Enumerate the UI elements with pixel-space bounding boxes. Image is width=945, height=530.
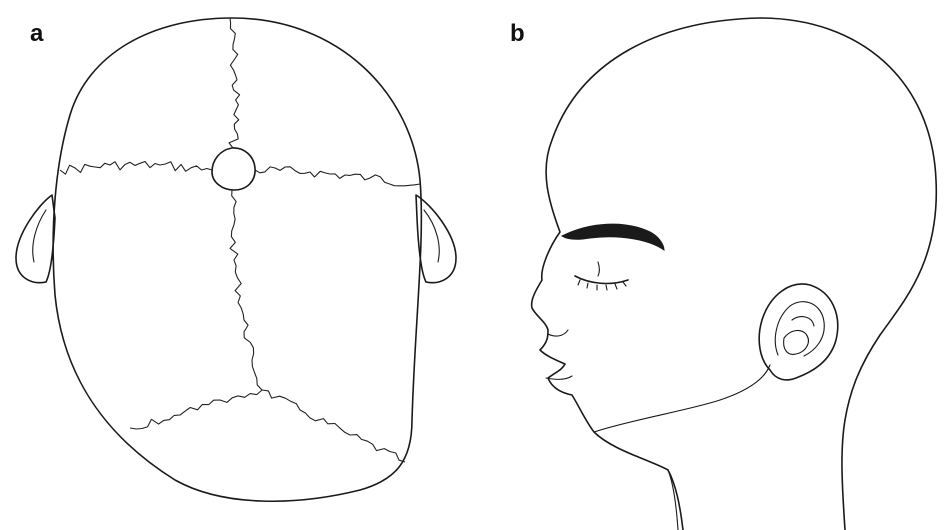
right-ear-fold	[424, 210, 439, 262]
cranial-sutures	[60, 18, 420, 462]
skull-outline	[53, 18, 421, 501]
left-ear-fold	[33, 210, 46, 262]
left-ear	[16, 195, 55, 283]
neck-line	[668, 470, 678, 530]
coronal-suture-left	[60, 162, 212, 175]
ear-concha	[784, 331, 809, 355]
lambdoid-suture-left-highlighted	[130, 390, 262, 429]
ear-outline	[759, 284, 838, 380]
nostril	[548, 330, 568, 336]
ear-antihelix	[792, 317, 814, 326]
face-profile-outline	[532, 18, 937, 530]
sagittal-suture-posterior	[230, 190, 262, 390]
lambdoid-suture-right	[262, 390, 405, 462]
coronal-suture-right	[255, 167, 420, 186]
eyebrow	[562, 224, 664, 250]
anterior-fontanelle	[212, 148, 255, 190]
panel-b-head-profile	[532, 18, 937, 530]
ear-inner-helix	[775, 302, 824, 356]
jaw-line	[594, 365, 770, 432]
panel-a-skull-top-view	[16, 18, 456, 501]
sagittal-suture-anterior	[229, 18, 240, 148]
eyelashes	[578, 280, 626, 290]
eyelid-crease	[598, 262, 600, 276]
closed-eye	[575, 276, 628, 283]
